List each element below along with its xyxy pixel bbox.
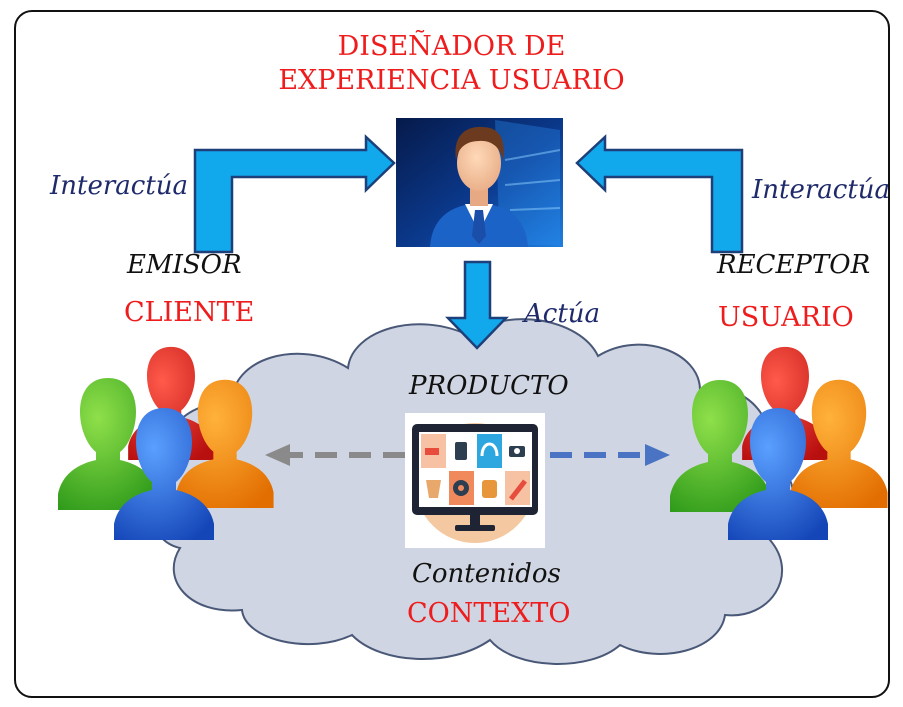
content-label: Contenidos <box>412 559 561 589</box>
designer-avatar-icon <box>396 118 563 247</box>
action-arrow <box>445 260 509 350</box>
user-group-icon <box>670 346 888 540</box>
product-monitor-icon <box>405 413 545 548</box>
to-user-dashed-arrow <box>550 444 670 466</box>
emisor-label: EMISOR <box>127 250 242 280</box>
title-line-1: DISEÑADOR DE <box>337 31 566 62</box>
cliente-label: CLIENTE <box>124 297 255 328</box>
right-interaction-label: Interactúa <box>752 175 891 205</box>
action-label: Actúa <box>524 299 601 329</box>
title-line-2: EXPERIENCIA USUARIO <box>278 65 625 96</box>
context-label: CONTEXTO <box>407 598 571 629</box>
to-client-dashed-arrow <box>265 444 405 466</box>
usuario-label: USUARIO <box>718 302 854 333</box>
diagram-frame <box>14 10 890 698</box>
left-interaction-arrow <box>193 134 396 254</box>
product-label: PRODUCTO <box>409 371 569 401</box>
right-interaction-arrow <box>575 134 744 254</box>
receptor-label: RECEPTOR <box>717 250 871 280</box>
left-interaction-label: Interactúa <box>50 171 189 201</box>
